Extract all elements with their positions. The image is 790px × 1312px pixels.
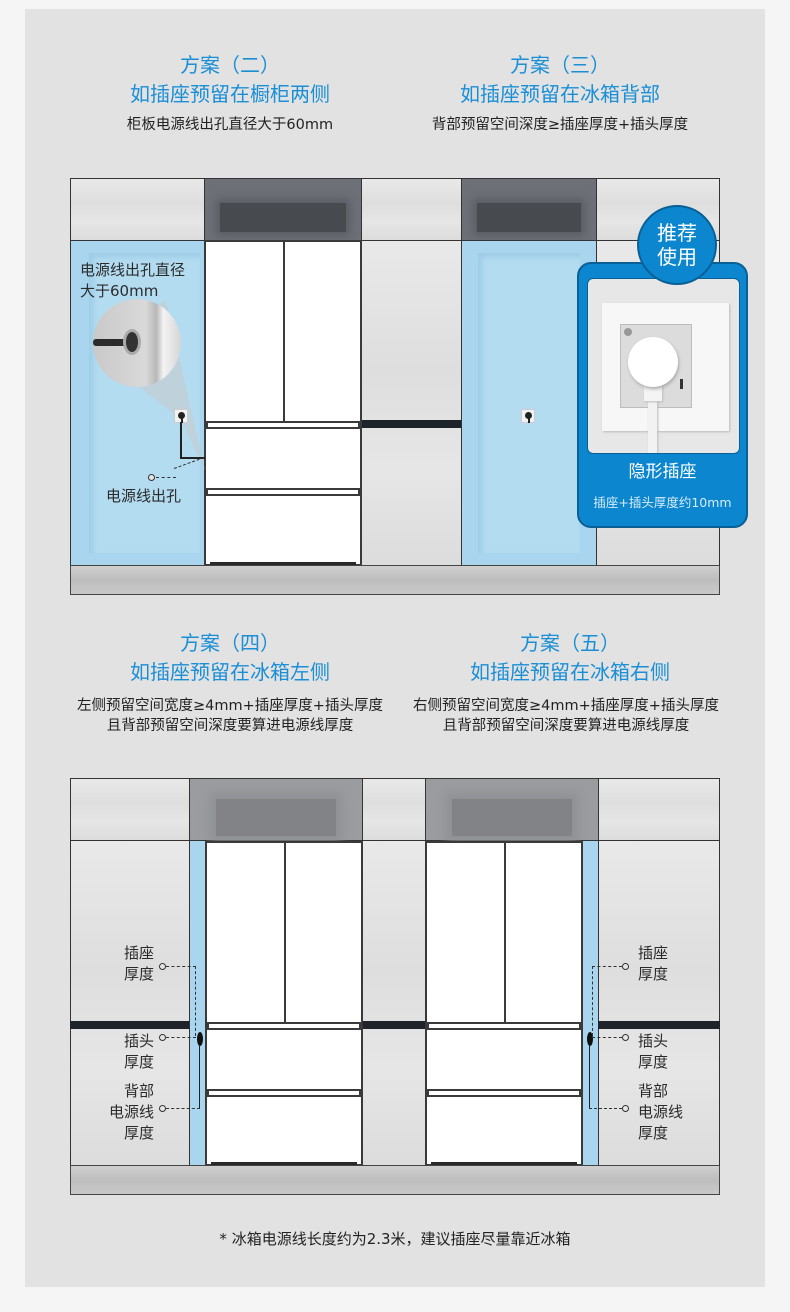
socket-icon-plan3 [521, 409, 535, 423]
plan3-heading: 方案（三） 如插座预留在冰箱背部 [390, 51, 730, 109]
cord-thickness-label-right: 背部电源线厚度 [638, 1082, 684, 1142]
plug-icon-right [587, 1032, 593, 1046]
power-cord-icon [180, 422, 182, 459]
fridge-recess-1 [204, 178, 362, 241]
floor-top [70, 565, 720, 595]
fridge-plan5 [425, 841, 583, 1166]
fridge-recess-3 [189, 778, 363, 841]
floor-bottom [70, 1165, 720, 1195]
cord-line-left [199, 1045, 200, 1109]
plan4-heading: 方案（四） 如插座预留在冰箱左侧 [60, 629, 400, 687]
cabinet-middle [361, 240, 462, 566]
callout-subtitle: 插座+插头厚度约10mm [593, 495, 732, 510]
counter-edge-middle [362, 1021, 426, 1029]
plan3-subtitle: 如插座预留在冰箱背部 [460, 82, 660, 106]
plan5-desc: 右侧预留空间宽度≥4mm+插座厚度+插头厚度 且背部预留空间深度要算进电源线厚度 [413, 698, 719, 734]
cabinet-top-middle [361, 178, 462, 241]
cabinet-top-right-2 [598, 778, 720, 841]
footnote: * 冰箱电源线长度约为2.3米，建议插座尽量靠近冰箱 [219, 1230, 571, 1248]
plan3-title: 方案（三） [510, 53, 610, 77]
hole-marker [148, 474, 155, 481]
plan2-subtitle: 如插座预留在橱柜两侧 [130, 82, 330, 106]
hole-label: 电源线出孔 [106, 487, 182, 505]
plan4-subtitle: 如插座预留在冰箱左侧 [130, 660, 330, 684]
plan4-desc: 左侧预留空间宽度≥4mm+插座厚度+插头厚度 且背部预留空间深度要算进电源线厚度 [77, 698, 383, 734]
hidden-socket-photo [587, 278, 740, 454]
cord-thickness-label-left: 背部电源线厚度 [108, 1082, 154, 1142]
fridge-plan4 [205, 841, 363, 1166]
fridge-recess-4 [425, 778, 599, 841]
plan2-desc: 柜板电源线出孔直径大于60mm [126, 117, 334, 133]
cabinet-middle-2 [362, 840, 426, 1166]
plug-icon-left [197, 1032, 203, 1046]
fridge-recess-2 [461, 178, 597, 241]
hole-diameter-label: 电源线出孔直径 大于60mm [80, 261, 186, 300]
counter-edge [361, 420, 462, 428]
plan2-heading: 方案（二） 如插座预留在橱柜两侧 [60, 51, 400, 109]
recommended-badge: 推荐 使用 [637, 205, 717, 285]
socket-thickness-label-right: 插座厚度 [638, 944, 669, 983]
socket-thickness-label-left: 插座厚度 [123, 944, 154, 983]
plan4-title: 方案（四） [180, 631, 280, 655]
plan5-title: 方案（五） [520, 631, 620, 655]
hidden-socket-callout: 隐形插座 插座+插头厚度约10mm [577, 262, 748, 528]
back-socket-zone [461, 240, 597, 566]
cabinet-top-middle-2 [362, 778, 426, 841]
left-gap-zone [189, 840, 206, 1166]
fridge-plan2 [204, 240, 362, 566]
cabinet-right-2 [598, 840, 720, 1166]
right-gap-zone [581, 840, 599, 1166]
plan3-desc: 背部预留空间深度≥插座厚度+插头厚度 [431, 117, 689, 133]
plan5-subtitle: 如插座预留在冰箱右侧 [470, 660, 670, 684]
cabinet-left-2 [70, 840, 190, 1166]
cabinet-top-left [70, 178, 205, 241]
plug-thickness-label-left: 插头厚度 [123, 1032, 154, 1071]
plan2-title: 方案（二） [180, 53, 280, 77]
cord-line-right [589, 1045, 590, 1109]
counter-edge-left [70, 1021, 190, 1029]
cabinet-top-left-2 [70, 778, 190, 841]
plug-thickness-label-right: 插头厚度 [638, 1032, 669, 1071]
cord-hole-detail [93, 299, 181, 387]
callout-title: 隐形插座 [628, 462, 697, 482]
plan5-heading: 方案（五） 如插座预留在冰箱右侧 [400, 629, 740, 687]
socket-icon-plan2 [174, 409, 188, 423]
counter-edge-right [598, 1021, 720, 1029]
